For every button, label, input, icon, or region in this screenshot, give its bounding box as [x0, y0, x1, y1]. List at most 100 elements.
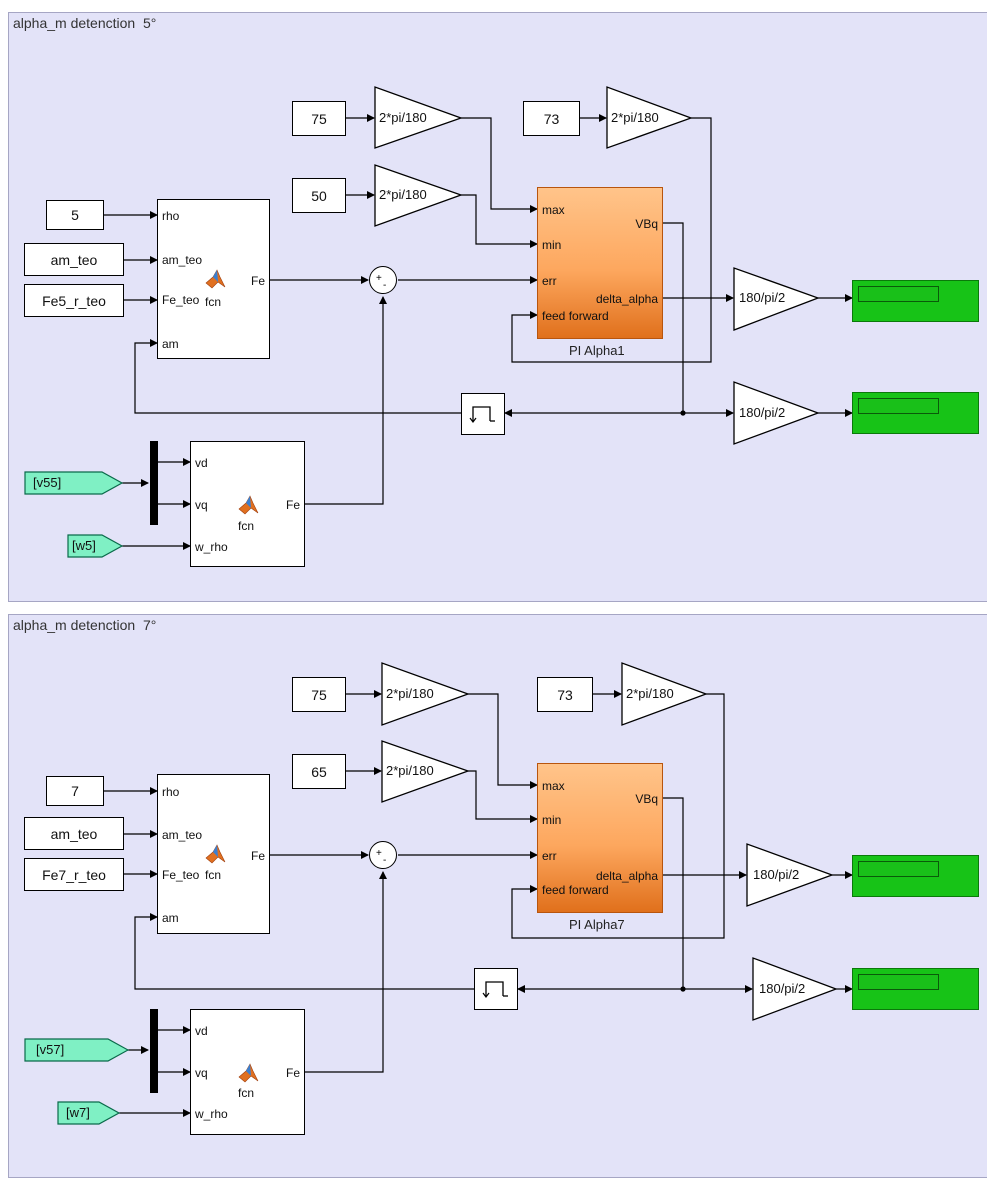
port-w-rho: w_rho — [195, 540, 228, 554]
display-1[interactable] — [852, 280, 979, 322]
constant-rho-value: 7 — [71, 783, 79, 799]
port-am: am — [162, 911, 179, 925]
port-fe-out: Fe — [250, 849, 265, 863]
display-1[interactable] — [852, 855, 979, 897]
unit-delay-block-1[interactable] — [461, 393, 505, 435]
pi-port-delta-alpha: delta_alpha — [595, 292, 658, 306]
port-vq: vq — [195, 498, 208, 512]
gain-min-label: 2*pi/180 — [379, 187, 427, 202]
gain-out1-label: 180/pi/2 — [739, 290, 786, 305]
constant-max-value: 75 — [311, 686, 327, 703]
constant-ff-value: 73 — [557, 686, 573, 703]
goto-v-label[interactable]: [v55] — [33, 475, 62, 490]
constant-max[interactable]: 75 — [292, 101, 346, 136]
from-fe-ref[interactable]: Fe5_r_teo — [24, 284, 124, 317]
gain-ff-label: 2*pi/180 — [611, 110, 659, 125]
matlab-function-block-1[interactable]: rho am_teo Fe_teo am Fe fcn — [157, 199, 270, 359]
pi-port-max: max — [542, 779, 565, 793]
unit-delay-icon — [482, 980, 508, 998]
matlab-function-block-2[interactable]: vd vq w_rho Fe fcn — [190, 441, 305, 567]
sum-block-1[interactable]: +- — [369, 266, 397, 294]
pi-port-delta-alpha: delta_alpha — [595, 869, 658, 883]
constant-min[interactable]: 65 — [292, 754, 346, 789]
port-fe-teo: Fe_teo — [162, 868, 200, 882]
constant-ff[interactable]: 73 — [537, 677, 593, 712]
display-window — [858, 398, 939, 414]
gain-out2-label: 180/pi/2 — [759, 981, 806, 996]
goto-v-label[interactable]: [v57] — [36, 1042, 65, 1057]
pi-port-err: err — [542, 849, 557, 863]
fcn-name: fcn — [205, 295, 222, 309]
port-am: am — [162, 337, 179, 351]
fcn-name: fcn — [205, 868, 222, 882]
port-am-teo: am_teo — [162, 253, 203, 267]
gain-max-label: 2*pi/180 — [379, 110, 427, 125]
port-am-teo: am_teo — [162, 828, 203, 842]
constant-min-value: 65 — [311, 763, 327, 780]
pi-port-min: min — [542, 813, 562, 827]
port-rho: rho — [162, 209, 180, 223]
sum-sign-minus: - — [383, 280, 387, 291]
pi-port-max: max — [542, 203, 565, 217]
fcn-name: fcn — [238, 1086, 255, 1100]
gain-out2-label: 180/pi/2 — [739, 405, 786, 420]
unit-delay-block-2[interactable] — [474, 968, 518, 1010]
from-am-teo[interactable]: am_teo — [24, 243, 124, 276]
constant-min-value: 50 — [311, 187, 327, 204]
constant-rho[interactable]: 7 — [46, 776, 104, 806]
port-vd: vd — [195, 456, 208, 470]
constant-rho-value: 5 — [71, 207, 79, 223]
sum-block-2[interactable]: +- — [369, 841, 397, 869]
matlab-function-icon — [238, 495, 259, 515]
port-fe-teo: Fe_teo — [162, 293, 200, 307]
constant-rho[interactable]: 5 — [46, 200, 104, 230]
pi-block-name: PI Alpha1 — [569, 343, 625, 358]
pi-port-ff: feed forward — [542, 309, 609, 323]
display-window — [858, 974, 939, 990]
port-fe-out: Fe — [250, 274, 265, 288]
from-fe-ref[interactable]: Fe7_r_teo — [24, 858, 124, 891]
from-fe-ref-label: Fe5_r_teo — [42, 292, 106, 309]
port-fe-out: Fe — [285, 1066, 300, 1080]
display-window — [858, 861, 939, 877]
matlab-function-icon — [205, 844, 226, 864]
matlab-function-block-1[interactable]: rho am_teo Fe_teo am Fe fcn — [157, 774, 270, 934]
goto-w-label[interactable]: [w7] — [66, 1105, 90, 1120]
pi-port-min: min — [542, 238, 562, 252]
pi-port-vbq: VBq — [635, 792, 658, 806]
port-rho: rho — [162, 785, 180, 799]
constant-min[interactable]: 50 — [292, 178, 346, 213]
display-window — [858, 286, 939, 302]
from-am-teo-label: am_teo — [50, 251, 98, 268]
constant-max[interactable]: 75 — [292, 677, 346, 712]
gain-out1-label: 180/pi/2 — [753, 867, 800, 882]
display-2[interactable] — [852, 392, 979, 434]
subsystem-title: alpha_m detenction 5° — [13, 15, 157, 31]
pi-controller-block-1[interactable]: max min err feed forward VBq delta_alpha — [537, 187, 663, 339]
gain-ff-label: 2*pi/180 — [626, 686, 674, 701]
port-vd: vd — [195, 1024, 208, 1038]
sum-sign-plus: + — [376, 848, 382, 859]
port-vq: vq — [195, 1066, 208, 1080]
constant-ff-value: 73 — [543, 110, 560, 127]
fcn-name: fcn — [238, 519, 255, 533]
matlab-function-block-2[interactable]: vd vq w_rho Fe fcn — [190, 1009, 305, 1135]
unit-delay-icon — [469, 405, 495, 423]
matlab-function-icon — [205, 269, 226, 289]
port-w-rho: w_rho — [195, 1107, 228, 1121]
port-fe-out: Fe — [285, 498, 300, 512]
goto-w-label[interactable]: [w5] — [72, 538, 96, 553]
display-2[interactable] — [852, 968, 979, 1010]
gain-min-label: 2*pi/180 — [386, 763, 434, 778]
pi-port-ff: feed forward — [542, 883, 609, 897]
from-fe-ref-label: Fe7_r_teo — [42, 866, 106, 883]
sum-sign-plus: + — [376, 273, 382, 284]
from-am-teo[interactable]: am_teo — [24, 817, 124, 850]
pi-port-vbq: VBq — [635, 217, 658, 231]
constant-ff[interactable]: 73 — [523, 101, 580, 136]
sum-sign-minus: - — [383, 855, 387, 866]
pi-controller-block-2[interactable]: max min err feed forward VBq delta_alpha — [537, 763, 663, 913]
pi-port-err: err — [542, 274, 557, 288]
subsystem-title: alpha_m detenction 7° — [13, 617, 157, 633]
